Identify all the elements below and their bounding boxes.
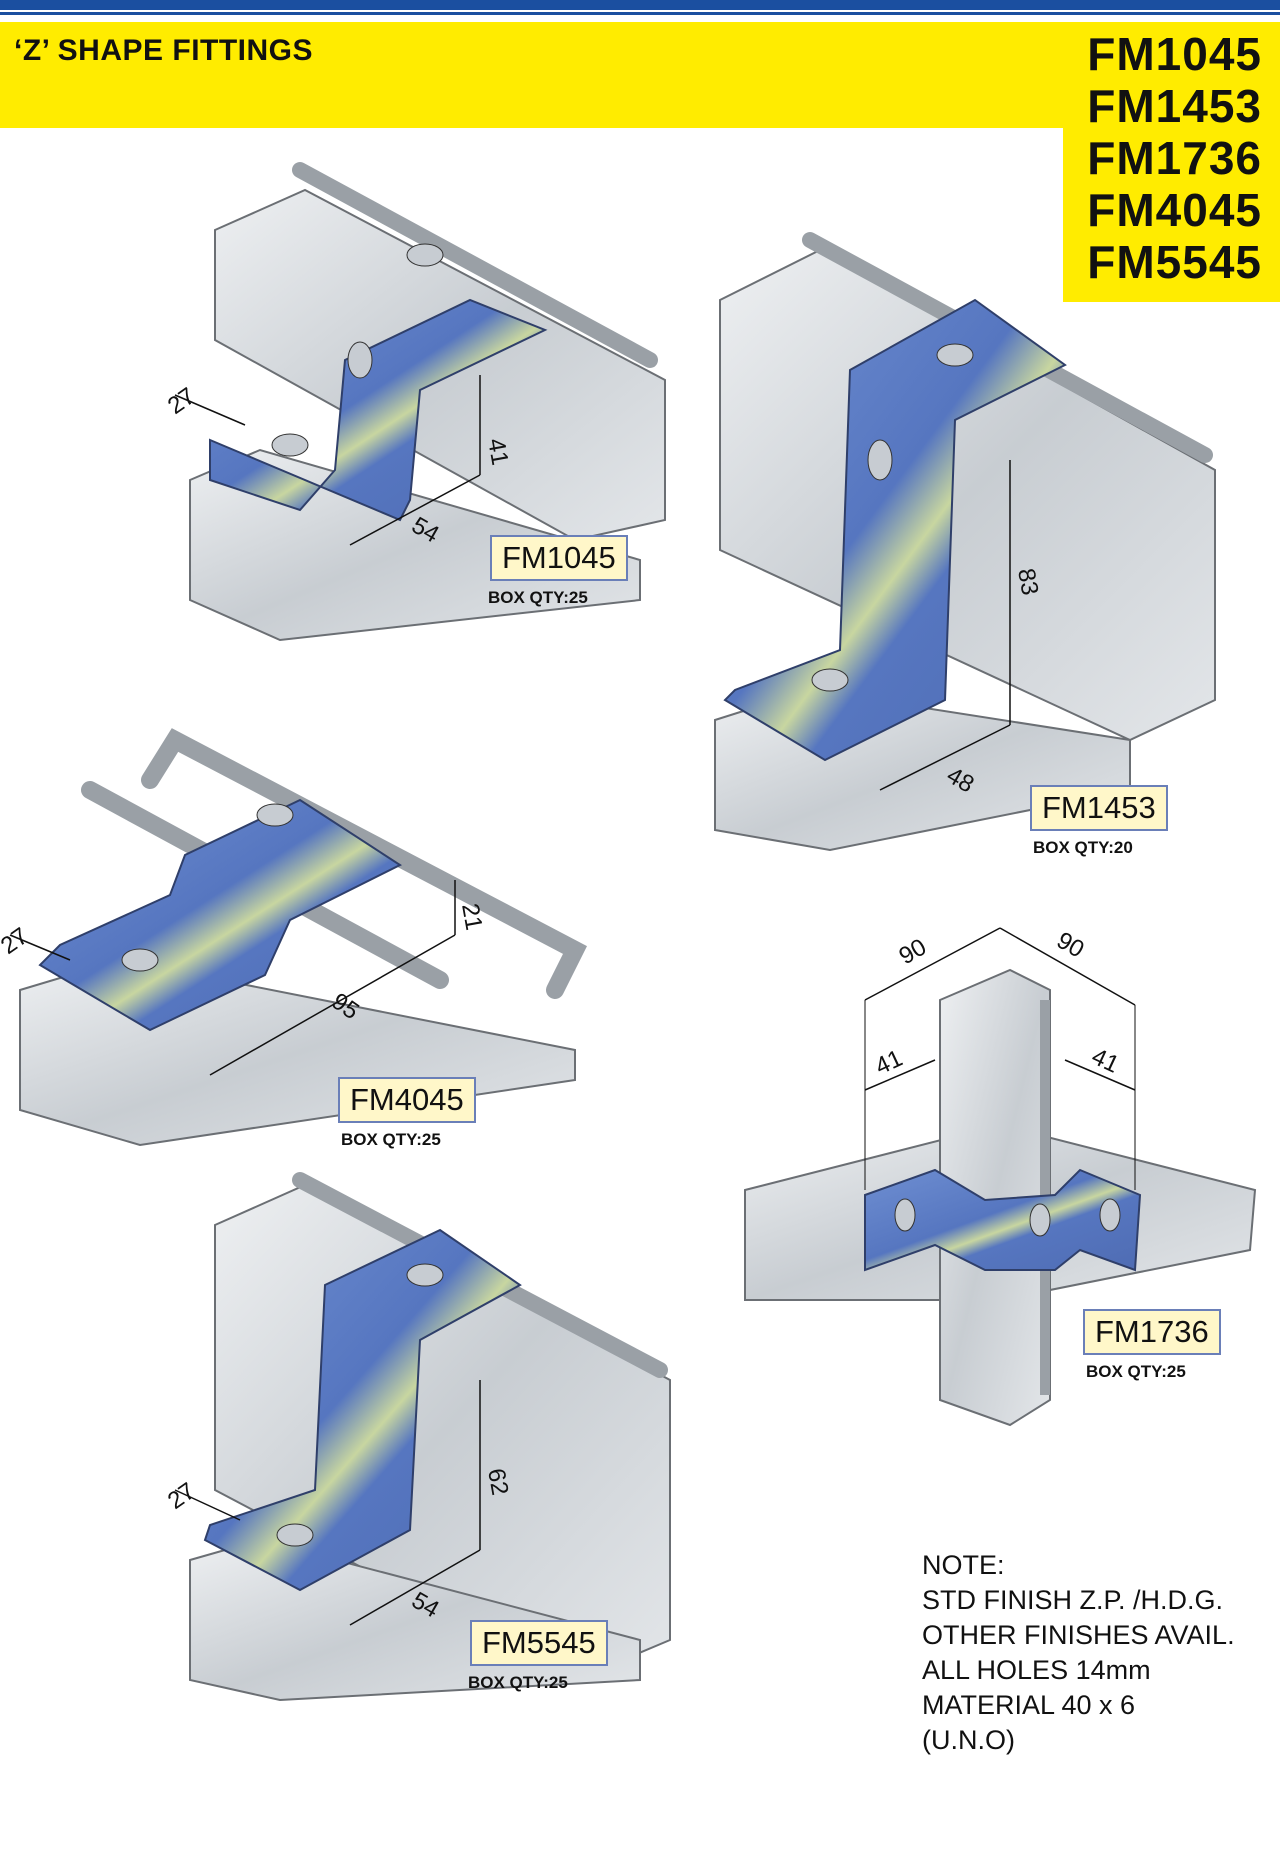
dimension-line xyxy=(864,927,1001,1001)
hole xyxy=(271,433,309,457)
fm1045-drawing: 27 41 54 xyxy=(163,162,666,642)
dimension-line xyxy=(349,474,481,546)
channel-rod xyxy=(292,162,658,368)
hole xyxy=(276,1523,314,1547)
top-rule xyxy=(0,0,1280,10)
dimension-line xyxy=(174,394,246,426)
code-item: FM1045 xyxy=(1087,28,1262,80)
hole xyxy=(1099,1198,1121,1232)
product-label-fm1045: FM1045 xyxy=(490,535,628,581)
dim-width: 27 xyxy=(163,1477,200,1514)
z-bracket xyxy=(723,298,1067,762)
dimension-line xyxy=(349,1549,481,1626)
hole xyxy=(121,948,159,972)
dimension-line xyxy=(1064,1059,1136,1091)
box-qty-fm4045: BOX QTY:25 xyxy=(341,1130,441,1149)
fm1453-drawing: 83 48 xyxy=(714,232,1216,852)
note-heading: NOTE: xyxy=(922,1550,1005,1580)
dim-right: 90 xyxy=(1052,927,1089,964)
fm4045-drawing: 27 21 95 xyxy=(0,728,587,1147)
z-bracket xyxy=(864,1168,1142,1272)
hole xyxy=(406,1263,444,1287)
code-item: FM1453 xyxy=(1087,80,1262,132)
fm1736-drawing: 90 90 41 41 xyxy=(744,927,1257,1427)
hole xyxy=(811,668,849,692)
box-qty-fm5545: BOX QTY:25 xyxy=(468,1673,568,1692)
product-label-fm1736: FM1736 xyxy=(1083,1309,1221,1355)
box-qty-fm1453: BOX QTY:20 xyxy=(1033,838,1133,857)
dim-height: 21 xyxy=(456,901,487,932)
dimension-line xyxy=(174,1489,241,1521)
notes-block: NOTE: STD FINISH Z.P. /H.D.G. OTHER FINI… xyxy=(922,1548,1235,1758)
top-rule-thin xyxy=(0,12,1280,15)
hole xyxy=(936,343,974,367)
product-label-fm1453: FM1453 xyxy=(1030,785,1168,831)
code-item: FM1736 xyxy=(1087,132,1262,184)
hole xyxy=(1029,1203,1051,1237)
note-line: OTHER FINISHES AVAIL. xyxy=(922,1620,1235,1650)
dim-height: 83 xyxy=(1012,566,1043,597)
dim-inner-right: 41 xyxy=(1087,1043,1123,1079)
z-bracket xyxy=(38,798,403,1032)
note-line: MATERIAL 40 x 6 xyxy=(922,1690,1136,1720)
dimension-line xyxy=(209,934,456,1076)
channel-rod xyxy=(141,728,587,999)
z-bracket xyxy=(203,1228,522,1592)
dimension-line xyxy=(9,934,71,961)
hole xyxy=(867,439,893,481)
product-label-fm4045: FM4045 xyxy=(338,1077,476,1123)
code-item: FM4045 xyxy=(1087,184,1262,236)
dim-width: 27 xyxy=(0,922,33,959)
box-qty-fm1736: BOX QTY:25 xyxy=(1086,1362,1186,1381)
hole xyxy=(894,1198,916,1232)
code-item: FM5545 xyxy=(1087,236,1262,288)
note-line: (U.N.O) xyxy=(922,1725,1015,1755)
dim-height: 62 xyxy=(482,1466,513,1497)
z-bracket xyxy=(209,298,548,522)
dimension-line xyxy=(864,1059,936,1091)
note-line: STD FINISH Z.P. /H.D.G. xyxy=(922,1585,1224,1615)
note-line: ALL HOLES 14mm xyxy=(922,1655,1151,1685)
dim-height: 41 xyxy=(482,436,513,467)
box-qty-fm1045: BOX QTY:25 xyxy=(488,588,588,607)
dim-width: 27 xyxy=(163,382,200,419)
hole xyxy=(406,243,444,267)
dimension-line xyxy=(879,724,1011,791)
codes-panel xyxy=(1063,22,1280,302)
channel-vertical xyxy=(939,968,1051,1427)
dim-left: 90 xyxy=(895,933,932,970)
hole xyxy=(347,341,373,379)
hole xyxy=(256,803,294,827)
page-title: ‘Z’ SHAPE FITTINGS xyxy=(14,34,314,67)
dimension-line xyxy=(999,927,1136,1006)
product-label-fm5545: FM5545 xyxy=(470,1620,608,1666)
product-code-list: FM1045 FM1453 FM1736 FM4045 FM5545 xyxy=(1087,28,1262,288)
